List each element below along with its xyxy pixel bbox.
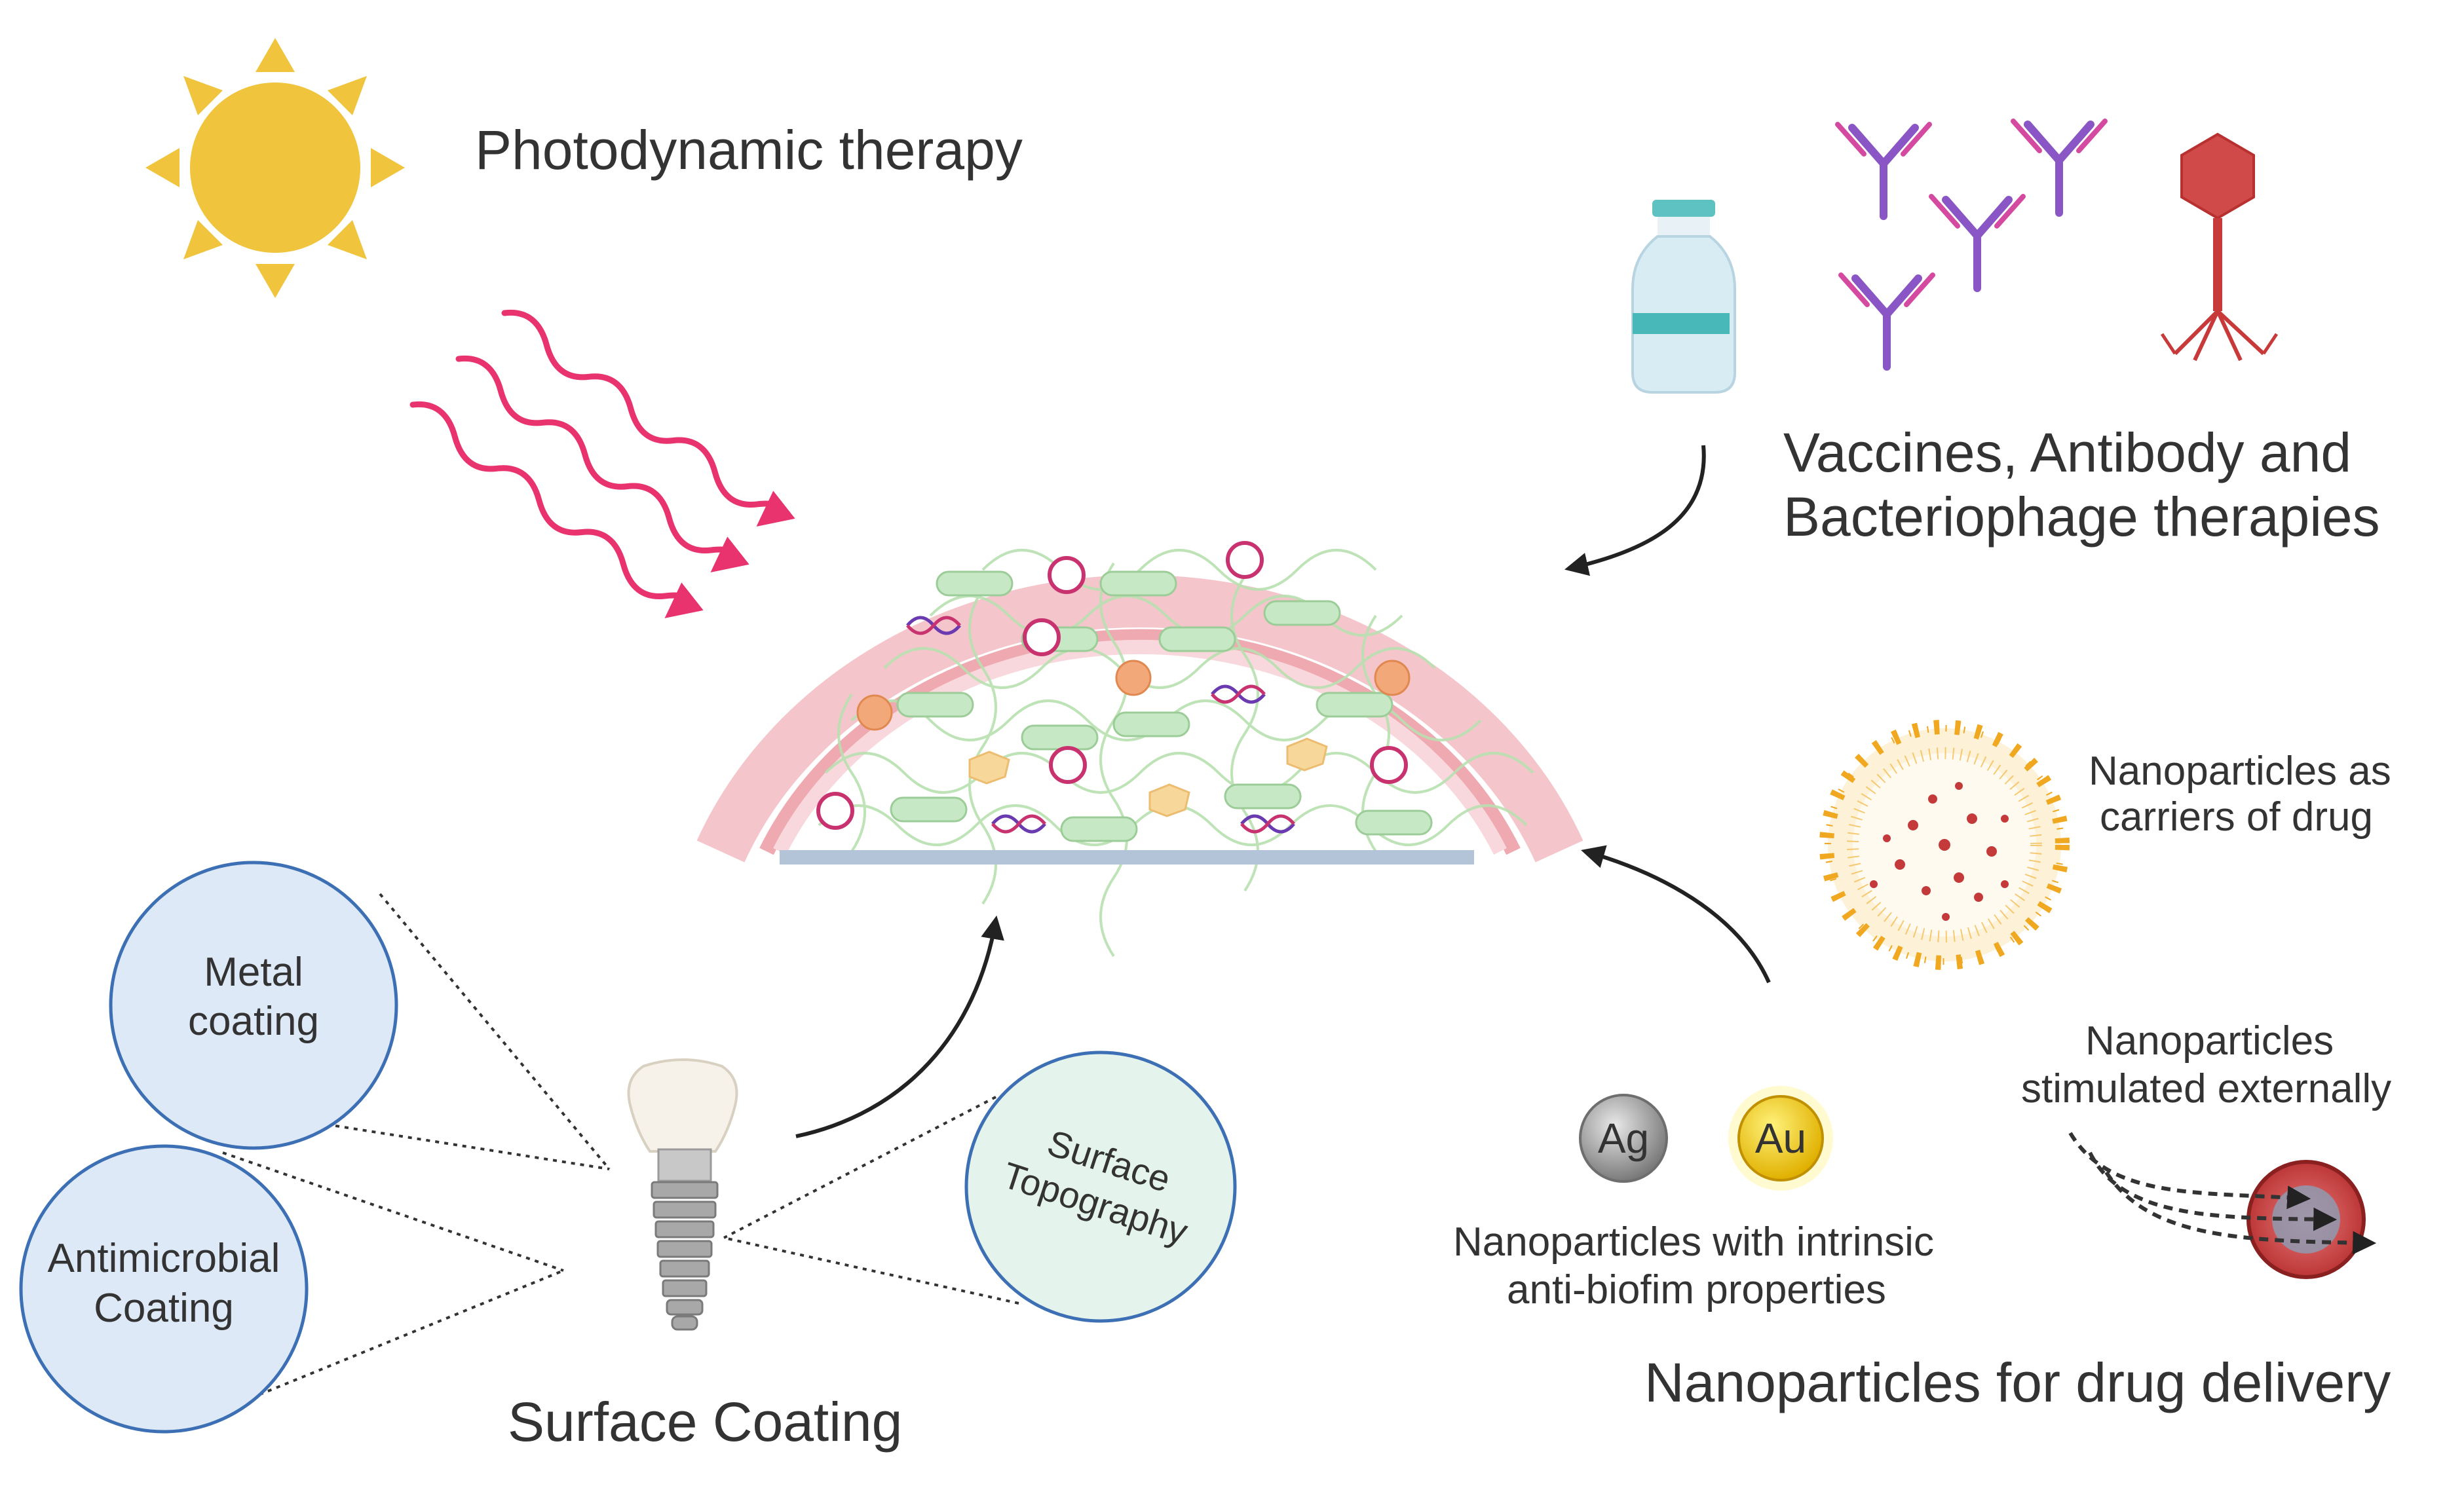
surface-topography-circle: Surface Topography [964,1051,1237,1323]
metal-coating-label-line2: coating [188,999,319,1044]
antimicrobial-coating-label-line2: Coating [94,1286,234,1331]
drug-particles [1870,782,2009,921]
np-carriers-label-line2: carriers of drug [2100,794,2373,840]
substrate-surface [780,850,1474,865]
bacteria-cells [890,570,1433,842]
np-drug-delivery-label: Nanoparticles for drug delivery [1644,1352,2391,1413]
antibody-icons [1835,119,2108,371]
np-stimulated-label-line2: stimulated externally [2021,1066,2391,1111]
light-rays-icon [409,309,795,618]
gold-label: Au [1755,1115,1806,1162]
metal-coating-label-line1: Metal [204,950,303,995]
vaccine-vial-icon [1631,200,1736,394]
silver-label: Ag [1598,1115,1649,1162]
np-stimulated-label-line1: Nanoparticles [2085,1018,2334,1064]
surface-coating-arrow [795,915,1004,1138]
yellow-particles [968,737,1328,817]
antimicrobial-coating-label-line1: Antimicrobial [48,1236,280,1281]
dental-implant-icon [627,1058,738,1331]
surface-coating-label: Surface Coating [508,1391,902,1453]
nanoparticles-arrow [1581,845,1771,984]
np-intrinsic-label-line2: anti-biofim properties [1507,1267,1886,1312]
bacteriophage-icon [2160,132,2279,362]
photodynamic-therapy-label: Photodynamic therapy [475,119,1023,181]
sun-icon [145,38,405,298]
dna-fragments [906,616,1295,834]
antimicrobial-coating-circle: Antimicrobial Coating [19,1144,309,1434]
coating-connector-lines [222,893,1019,1403]
liposome-nanocarrier-icon [1819,720,2070,970]
vesicles [816,541,1408,830]
orange-cells [856,660,1411,731]
metal-coating-circle: Metal coating [109,861,398,1150]
silver-nanoparticle-icon: Ag [1579,1094,1668,1183]
vaccines-label-line2: Bacteriophage therapies [1783,486,2380,548]
vaccines-arrow [1564,445,1706,576]
stimulated-nanoparticle-icon [2068,1132,2377,1279]
biofilm-dome [696,541,1583,958]
np-intrinsic-label-line1: Nanoparticles with intrinsic [1453,1219,1934,1265]
vaccines-label-line1: Vaccines, Antibody and [1783,422,2351,483]
gold-nanoparticle-icon: Au [1728,1086,1833,1191]
np-carriers-label-line1: Nanoparticles as [2089,749,2391,794]
